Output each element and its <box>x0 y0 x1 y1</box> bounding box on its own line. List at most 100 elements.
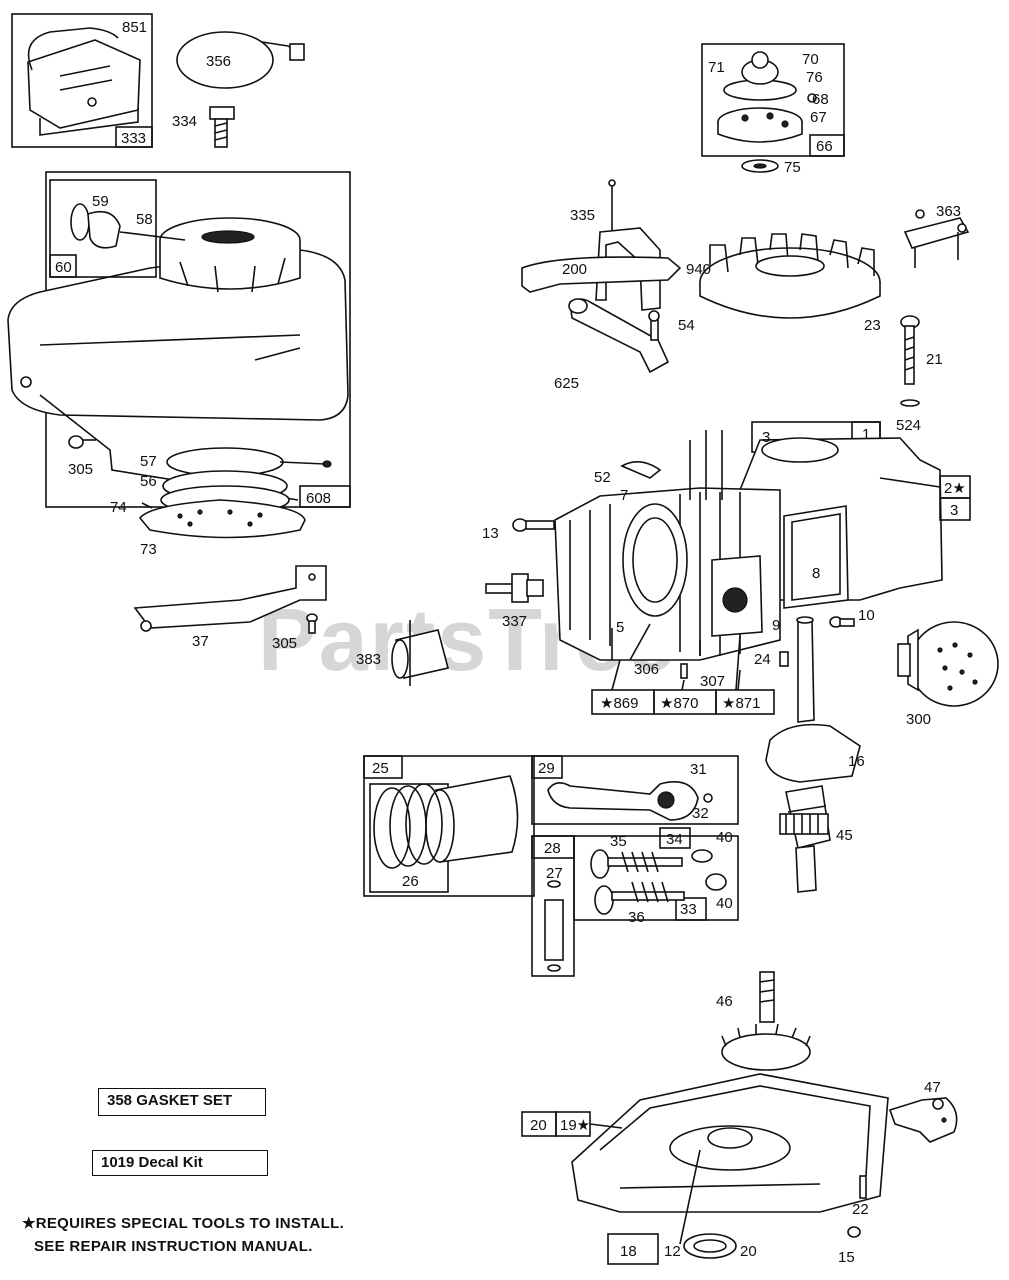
callout-20-top: 20 <box>530 1117 547 1134</box>
callout-40-top: 40 <box>716 829 733 846</box>
callout-35: 35 <box>610 833 627 850</box>
small-parts <box>779 616 855 667</box>
callout-9: 9 <box>772 617 780 634</box>
callout-29: 29 <box>538 760 555 777</box>
control-parts <box>521 256 682 479</box>
callout-67: 67 <box>810 109 827 126</box>
callout-46: 46 <box>716 993 733 1010</box>
callout-52: 52 <box>594 469 611 486</box>
callout-306: 306 <box>634 661 659 678</box>
callout-23: 23 <box>864 317 881 334</box>
callout-383: 383 <box>356 651 381 668</box>
callout-box-871 <box>715 689 775 715</box>
callout-356: 356 <box>206 53 231 70</box>
callout-box-18 <box>607 1233 659 1265</box>
screw-13 <box>512 518 555 532</box>
bolt-21 <box>900 315 920 407</box>
callout-labels: 851 356 333 334 59 58 60 305 57 56 74 73… <box>55 19 966 1266</box>
callout-27: 27 <box>546 865 563 882</box>
callout-22: 22 <box>852 1201 869 1218</box>
screw-305-bottom <box>306 613 318 634</box>
decal-kit-label: 1019 Decal Kit <box>92 1150 268 1176</box>
callout-625: 625 <box>554 375 579 392</box>
callout-200: 200 <box>562 261 587 278</box>
spark-plug-337 <box>485 573 544 603</box>
muffler-300 <box>897 621 999 707</box>
callout-box-60 <box>49 254 77 278</box>
callout-45: 45 <box>836 827 853 844</box>
cylinder-block <box>554 421 971 661</box>
callout-74: 74 <box>110 499 127 516</box>
callout-2: 2★ <box>944 480 966 497</box>
piston-group <box>363 755 535 897</box>
callout-870: ★870 <box>660 695 698 712</box>
callout-box-25 <box>363 755 403 779</box>
callout-3-bottom: 3 <box>950 502 958 519</box>
gear-45 <box>779 813 829 835</box>
callout-76: 76 <box>806 69 823 86</box>
callout-33: 33 <box>680 901 697 918</box>
callout-59: 59 <box>92 193 109 210</box>
bracket-363 <box>903 209 970 268</box>
callout-337: 337 <box>502 613 527 630</box>
callout-66: 66 <box>816 138 833 155</box>
callout-335: 335 <box>570 207 595 224</box>
cam-gear-46 <box>721 971 811 1071</box>
callout-70: 70 <box>802 51 819 68</box>
callout-1: 1 <box>862 426 870 443</box>
callout-3-top: 3 <box>762 429 770 446</box>
socket-383 <box>391 620 449 686</box>
callout-940: 940 <box>686 261 711 278</box>
callout-box-608 <box>299 485 351 508</box>
special-tools-note: ★REQUIRES SPECIAL TOOLS TO INSTALL. <box>22 1215 345 1232</box>
ground-wire <box>176 31 305 89</box>
armature-group <box>11 13 153 148</box>
callout-75: 75 <box>784 159 801 176</box>
governor-47 <box>888 1097 958 1143</box>
piston-box <box>363 755 535 897</box>
air-guide <box>133 565 327 632</box>
valves-box <box>573 835 739 921</box>
sump-base <box>521 1073 889 1265</box>
callout-56: 56 <box>140 473 157 490</box>
callout-19: 19★ <box>560 1117 590 1134</box>
callout-73: 73 <box>140 541 157 558</box>
callout-13: 13 <box>482 525 499 542</box>
callout-54: 54 <box>678 317 695 334</box>
callout-608: 608 <box>306 490 331 507</box>
callout-47: 47 <box>924 1079 941 1096</box>
callout-58: 58 <box>136 211 153 228</box>
rewind-starter <box>138 447 332 539</box>
callout-10: 10 <box>858 607 875 624</box>
callout-12: 12 <box>664 1243 681 1260</box>
callout-box-3 <box>939 497 971 521</box>
callout-869: ★869 <box>600 695 638 712</box>
callout-851: 851 <box>122 19 147 36</box>
callout-40-bottom: 40 <box>716 895 733 912</box>
callout-box-34 <box>659 827 691 849</box>
callout-34: 34 <box>666 831 683 848</box>
armature-box <box>11 13 153 148</box>
callout-box-333 <box>115 126 153 148</box>
callout-16: 16 <box>848 753 865 770</box>
piston-pin-group <box>531 835 575 977</box>
callout-524: 524 <box>896 417 921 434</box>
callout-307: 307 <box>700 673 725 690</box>
callout-71: 71 <box>708 59 725 76</box>
callout-box-66 <box>809 134 845 157</box>
callout-305-top: 305 <box>68 461 93 478</box>
callout-305-bottom: 305 <box>272 635 297 652</box>
callout-31: 31 <box>690 761 707 778</box>
callout-334: 334 <box>172 113 197 130</box>
clutch-group <box>701 43 845 173</box>
callout-300: 300 <box>906 711 931 728</box>
valve-group <box>573 827 739 921</box>
gasket-set-label: 358 GASKET SET <box>98 1088 266 1116</box>
callout-box-33 <box>675 897 707 921</box>
callout-15: 15 <box>838 1249 855 1266</box>
clutch-box <box>701 43 845 157</box>
callout-37: 37 <box>192 633 209 650</box>
governor-200 <box>595 179 661 311</box>
callout-box-29 <box>531 755 563 779</box>
